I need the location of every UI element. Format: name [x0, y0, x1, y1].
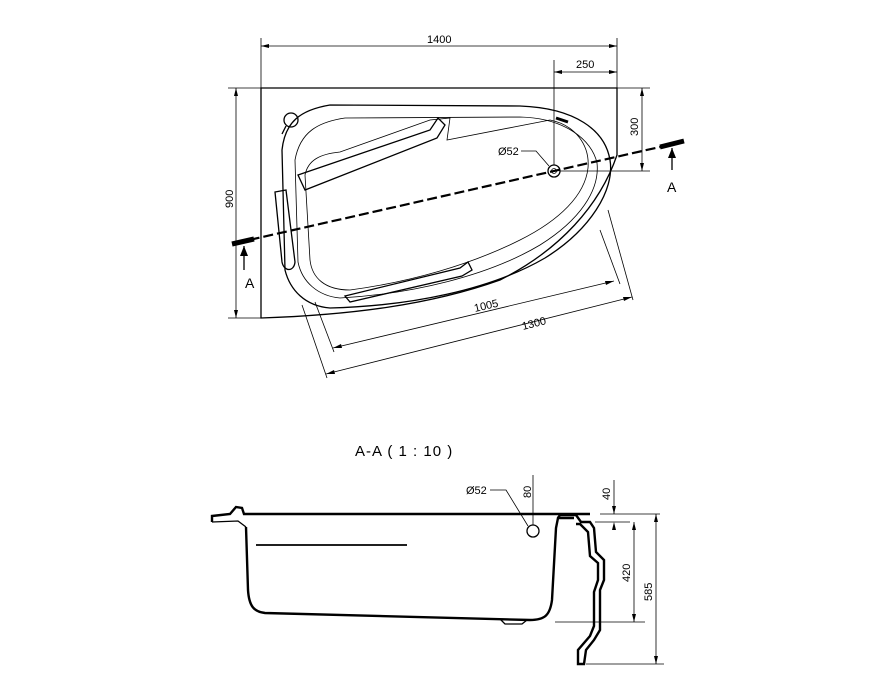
dim-900: 900 [224, 87, 261, 319]
section-arrow-right-icon [668, 148, 676, 170]
section-end-left [231, 236, 255, 247]
dim-585-label: 585 [643, 583, 655, 601]
bottom-foot [499, 618, 528, 625]
dim-40-label: 40 [601, 488, 613, 500]
dim-1300: 1300 [301, 209, 634, 379]
tub-outer-outline [260, 87, 618, 319]
section-drain-leader [490, 489, 529, 527]
section-end-right [659, 138, 685, 150]
headrest [274, 189, 296, 271]
right-rim [557, 513, 606, 666]
tub-basin-outline [294, 116, 598, 299]
section-arrow-left-icon [240, 246, 248, 270]
section-title: A-A ( 1 : 10 ) [355, 443, 453, 460]
dim-250: 250 [553, 59, 617, 165]
rim-mark [555, 116, 569, 124]
section-view: Ø52 80 40 420 585 [210, 475, 664, 666]
left-rim [210, 505, 590, 522]
section-drain-diameter-label: Ø52 [466, 485, 487, 497]
dim-420-label: 420 [621, 564, 633, 582]
dim-80: 80 [522, 475, 534, 525]
tub-rim-line [281, 104, 612, 309]
left-rim-underside [211, 520, 247, 528]
dim-420: 420 [555, 522, 645, 623]
top-view: Ø52 A A 1400 250 [224, 34, 685, 379]
dim-1300-label: 1300 [521, 315, 548, 333]
dim-900-label: 900 [224, 190, 236, 208]
section-label-right: A [667, 179, 677, 195]
dim-1005-label: 1005 [473, 298, 500, 315]
section-line [235, 140, 683, 245]
tub-basin-inner [304, 117, 589, 291]
dim-1400-label: 1400 [427, 34, 451, 46]
dim-40: 40 [595, 480, 660, 530]
dim-585: 585 [586, 514, 664, 665]
section-label-left: A [245, 275, 255, 291]
tub-body [244, 516, 574, 622]
bottom-armrest [343, 261, 473, 303]
dim-1400: 1400 [260, 34, 618, 88]
dim-1005: 1005 [314, 229, 621, 353]
dim-250-label: 250 [576, 59, 594, 71]
overflow-knob-icon [281, 112, 299, 135]
drain-diameter-label: Ø52 [498, 146, 519, 158]
section-drain-circle [526, 524, 540, 538]
dim-80-label: 80 [522, 486, 534, 498]
dim-300: 300 [560, 87, 650, 172]
dim-300-label: 300 [629, 118, 641, 136]
left-armrest [297, 116, 446, 191]
drain-leader [521, 150, 550, 167]
